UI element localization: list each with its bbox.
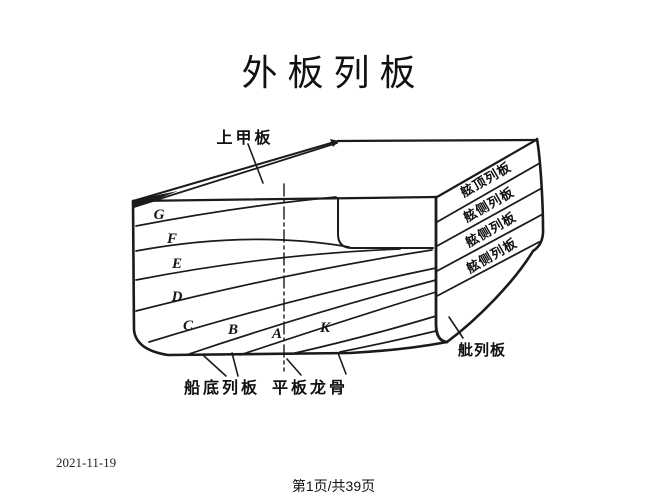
strake-letter-e: E (171, 256, 182, 272)
upper-deck-leader-line (247, 143, 264, 184)
strake-letter-g: G (154, 207, 165, 223)
deck-edge-corner-wedge (133, 191, 178, 208)
slide-title: 外板列板 (241, 53, 426, 93)
upper-deck-label: 上甲板 (216, 128, 273, 147)
slide-date: 2021-11-19 (56, 455, 117, 470)
strake-letter-k: K (319, 320, 331, 336)
bilge-strake-label: 舭列板 (458, 341, 506, 359)
bottom-strake-leader-lines (203, 352, 239, 377)
page-indicator: 第1页/共39页 (291, 478, 376, 494)
bilge-strake-leader-line (448, 316, 464, 339)
bottom-strake-label: 船底列板 (184, 378, 260, 397)
hull-seam-lines (135, 196, 437, 356)
side-shell-seam-lines (436, 162, 544, 297)
deck-far-edge (336, 138, 538, 143)
deck-edge-arrowhead (330, 139, 339, 147)
side-shell-face-outline (445, 137, 545, 344)
front-section-outline (131, 199, 449, 357)
deck-edge-double-line (132, 140, 339, 208)
sheer-line (131, 195, 438, 203)
flat-plate-keel-label: 平板龙骨 (272, 378, 348, 397)
strake-letter-f: F (166, 231, 177, 247)
strake-letter-group: G F E D C B A K (154, 207, 331, 342)
deck-right-edge (435, 138, 538, 199)
strake-letter-b: B (227, 322, 238, 338)
strake-letter-d: D (171, 289, 183, 305)
inner-side-panel-outline (337, 197, 434, 249)
strake-letter-a: A (271, 326, 282, 342)
aft-section-edge (434, 195, 449, 344)
keel-leader-lines (286, 352, 347, 376)
strake-letter-c: C (183, 318, 194, 334)
